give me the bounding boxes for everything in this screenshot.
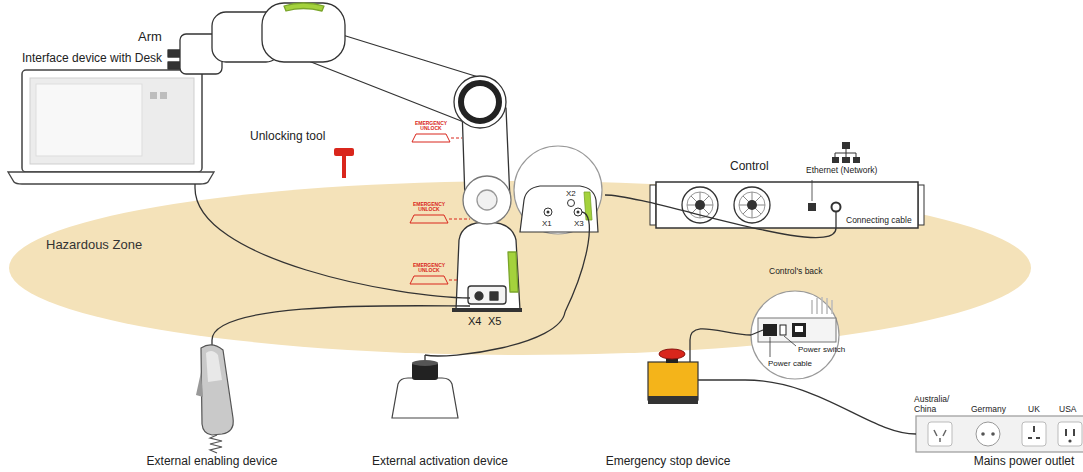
part-label: Power cable: [768, 359, 812, 368]
port-label: X3: [574, 219, 584, 228]
node-label: External enabling device: [147, 455, 278, 469]
part-label: Power switch: [798, 345, 845, 354]
mains-outlet-drawing: [916, 416, 1083, 452]
node-label: Control's back: [769, 267, 823, 277]
node-label: Interface device with Desk: [22, 52, 162, 66]
zone-ellipse: [9, 181, 1031, 355]
node-label: Emergency stop device: [606, 455, 731, 469]
control-unit-drawing: [650, 142, 924, 228]
socket-label: Germany: [971, 405, 1006, 415]
port-label: X5: [488, 315, 501, 328]
emergency-stop-drawing: [648, 340, 745, 404]
warning-label: EMERGENCY UNLOCK: [407, 202, 451, 213]
zone-outline: [8, 180, 1032, 356]
enabling-device-drawing: [196, 340, 233, 453]
socket-label: UK: [1028, 405, 1040, 415]
part-label: Ethernet (Network): [806, 166, 877, 176]
laptop-drawing: [8, 70, 214, 188]
port-label: X1: [542, 219, 552, 228]
warning-label: EMERGENCY UNLOCK: [407, 263, 451, 274]
node-label: Control: [730, 160, 769, 174]
node-label: External activation device: [372, 455, 508, 469]
unlocking-tool-icon: [334, 148, 354, 178]
control-back-drawing: [751, 291, 839, 379]
cable-connector: [690, 329, 751, 340]
cable-connector: [605, 195, 836, 238]
emergency-stop: Emergency stop device: [595, 340, 745, 470]
cable-connector: [745, 380, 916, 434]
node-label: Hazardous Zone: [46, 238, 142, 253]
warning-label: EMERGENCY UNLOCK: [409, 121, 453, 132]
cable-connector: [425, 312, 565, 356]
part-label: Connecting cable: [846, 216, 912, 226]
socket-label: Australia/ China: [914, 395, 962, 415]
port-label: X4: [468, 315, 481, 328]
cable-connector: [195, 188, 470, 298]
hazard-zone: Hazardous Zone: [8, 180, 1032, 356]
laptop-device: Interface device with Desk: [8, 52, 216, 188]
port-label: X2: [566, 189, 576, 198]
cable-connector: [212, 306, 470, 340]
tool-label: Unlocking tool: [250, 130, 325, 144]
node-label: Mains power outlet: [974, 455, 1075, 469]
arm-base-inset: [514, 146, 602, 312]
activation-device: External activation device: [360, 355, 520, 470]
socket-label: USA: [1059, 405, 1076, 415]
robot-arm-drawing: [168, 3, 522, 312]
enabling-device: External enabling device: [110, 340, 255, 470]
robot-arm: Arm: [470, 2, 605, 312]
node-label: Arm: [138, 30, 162, 45]
activation-device-drawing: [392, 355, 458, 418]
